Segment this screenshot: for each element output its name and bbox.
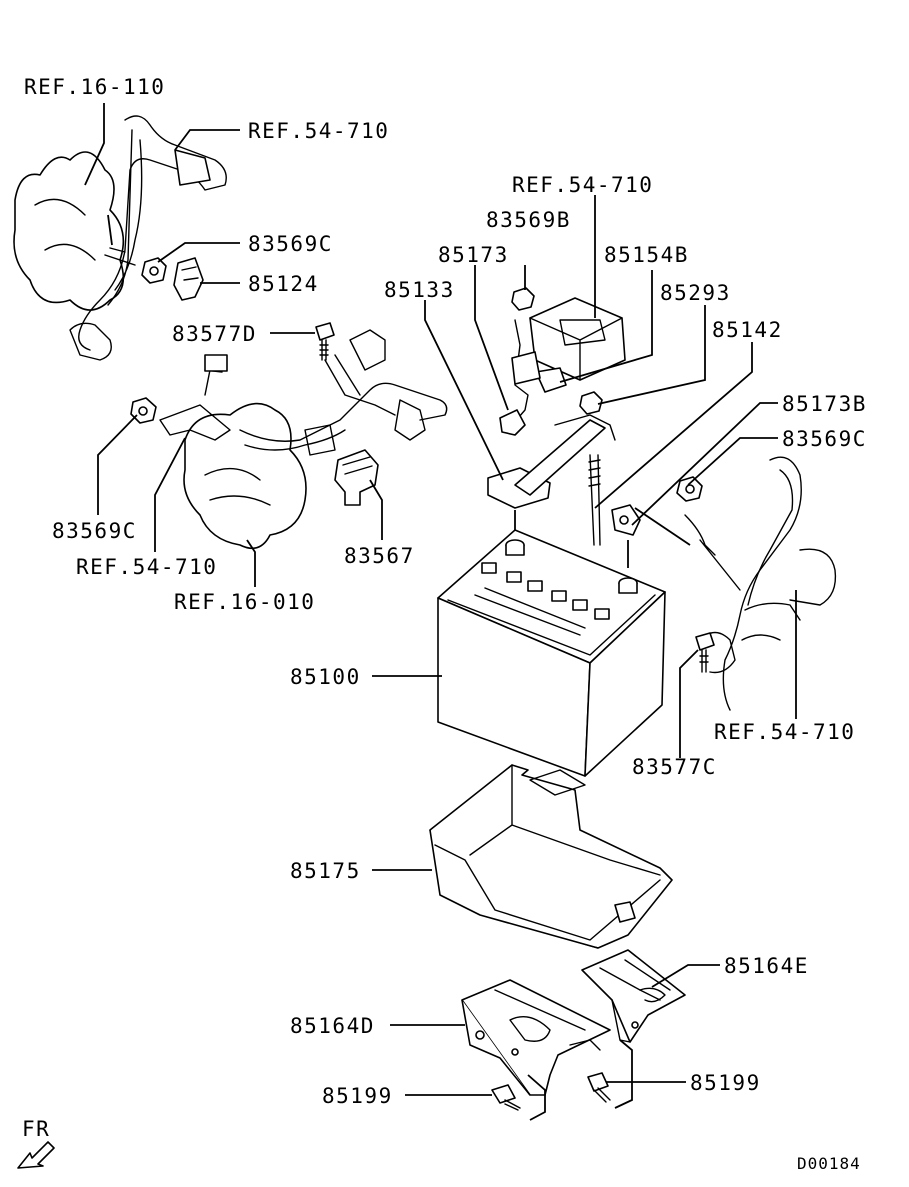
label-85173B: 85173B bbox=[782, 392, 867, 416]
bracket-85164D bbox=[461, 979, 611, 1096]
label-85142: 85142 bbox=[712, 318, 783, 342]
label-85154B: 85154B bbox=[604, 243, 689, 267]
bolt-83577D bbox=[315, 322, 335, 361]
bolt-85199-right bbox=[587, 1072, 611, 1103]
label-83567: 83567 bbox=[344, 544, 415, 568]
part-labels: REF.16-110 REF.54-710 REF.54-710 83569C … bbox=[22, 75, 867, 1173]
label-85199-left: 85199 bbox=[322, 1084, 393, 1108]
battery-tray-85175 bbox=[429, 764, 673, 949]
label-85175: 85175 bbox=[290, 859, 361, 883]
label-ref-54-710-left: REF.54-710 bbox=[76, 555, 217, 579]
top-left-harness-illustration bbox=[13, 115, 227, 361]
label-83577D: 83577D bbox=[172, 322, 257, 346]
fuse-box-85154B bbox=[529, 297, 626, 381]
label-fr: FR bbox=[22, 1117, 50, 1141]
label-83569C-left: 83569C bbox=[52, 519, 137, 543]
label-83569C-top: 83569C bbox=[248, 232, 333, 256]
label-85173: 85173 bbox=[438, 243, 509, 267]
label-ref-16-010: REF.16-010 bbox=[174, 590, 315, 614]
hold-down-clamp-85133 bbox=[487, 414, 616, 509]
label-85133: 85133 bbox=[384, 278, 455, 302]
right-harness-illustration bbox=[684, 456, 837, 711]
cable-85173 bbox=[499, 319, 541, 436]
label-85199-right: 85199 bbox=[690, 1071, 761, 1095]
nut-83569C-top bbox=[141, 257, 167, 284]
label-85100: 85100 bbox=[290, 665, 361, 689]
terminal-85173B bbox=[611, 504, 641, 536]
battery-85100 bbox=[437, 529, 666, 777]
mid-left-harness-illustration bbox=[159, 329, 448, 550]
bracket-85124 bbox=[173, 257, 204, 301]
diagram-code: D00184 bbox=[797, 1154, 861, 1173]
label-85124: 85124 bbox=[248, 272, 319, 296]
front-direction-arrow bbox=[17, 1141, 55, 1169]
label-ref-54-710-right: REF.54-710 bbox=[714, 720, 855, 744]
label-83577C: 83577C bbox=[632, 755, 717, 779]
dashed-reference-lines bbox=[107, 214, 691, 1121]
battery-vent-caps bbox=[481, 562, 610, 620]
label-85164E: 85164E bbox=[724, 954, 809, 978]
label-ref-54-710-top-left: REF.54-710 bbox=[248, 119, 389, 143]
nut-83569B bbox=[511, 287, 535, 311]
nut-83569C-left bbox=[130, 397, 157, 424]
rod-85142 bbox=[588, 454, 601, 546]
bolt-85199-left bbox=[491, 1084, 521, 1111]
label-83569B: 83569B bbox=[486, 208, 571, 232]
nut-85293 bbox=[579, 391, 603, 415]
label-83569C-right: 83569C bbox=[782, 427, 867, 451]
leader-lines bbox=[84, 103, 797, 1096]
nut-83569C-right bbox=[676, 476, 703, 502]
label-85293: 85293 bbox=[660, 281, 731, 305]
terminal-85293 bbox=[535, 367, 567, 393]
label-ref-16-110: REF.16-110 bbox=[24, 75, 165, 99]
label-ref-54-710-top-center: REF.54-710 bbox=[512, 173, 653, 197]
connector-83567 bbox=[334, 449, 379, 506]
label-85164D: 85164D bbox=[290, 1014, 375, 1038]
bolt-83577C bbox=[695, 632, 715, 673]
